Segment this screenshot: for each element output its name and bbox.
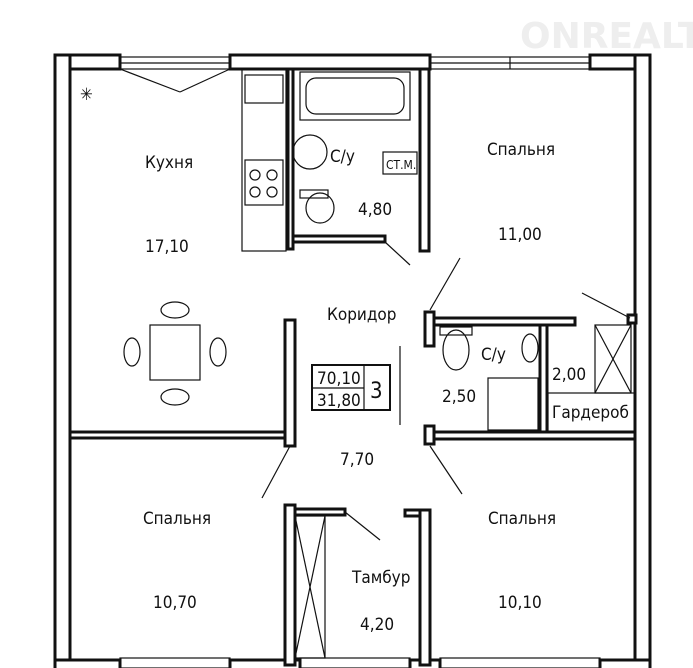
bedroom-top-right-area: 11,00 [498, 225, 542, 245]
bathroom-main-area: 4,80 [358, 200, 392, 220]
ventilation-icon: ✳ [80, 85, 93, 105]
total-area: 70,10 [317, 369, 361, 389]
bedroom-bottom-left-label: Спальня [143, 509, 211, 529]
dining-table-icon [123, 301, 227, 406]
kitchen-fixtures: ✳ [80, 68, 287, 252]
washing-machine-label: СТ.М. [386, 158, 416, 172]
vestibule-area: 4,20 [360, 615, 394, 635]
watermark-logo: ONREALT [520, 16, 693, 57]
bedroom-bottom-right-label: Спальня [488, 509, 556, 529]
bathroom-small-label: С/у [481, 345, 506, 365]
corridor-label: Коридор [327, 305, 397, 325]
wardrobe-area: 2,00 [552, 365, 586, 385]
bedroom-bottom-left-area: 10,70 [153, 593, 197, 613]
bedroom-top-right-label: Спальня [487, 140, 555, 160]
bedroom-bottom-right-area: 10,10 [498, 593, 542, 613]
wardrobe-label: Гардероб [552, 403, 629, 423]
vestibule-label: Тамбур [351, 568, 410, 588]
bathroom-small-area: 2,50 [442, 387, 476, 407]
door-swings [119, 68, 631, 541]
corridor-area: 7,70 [340, 450, 374, 470]
rooms-count: 3 [370, 379, 383, 404]
kitchen-area: 17,10 [145, 237, 189, 257]
kitchen-label: Кухня [145, 153, 193, 173]
room-labels: Кухня 17,10 С/у СТ.М. 4,80 Спальня 11,00… [143, 140, 629, 635]
bathroom-main-label: С/у [330, 147, 355, 167]
summary-box: 70,10 31,80 3 [311, 364, 391, 411]
living-area: 31,80 [317, 391, 361, 411]
interior-walls [68, 67, 638, 667]
outer-walls [53, 53, 652, 668]
bathroom-fixtures [292, 71, 636, 659]
